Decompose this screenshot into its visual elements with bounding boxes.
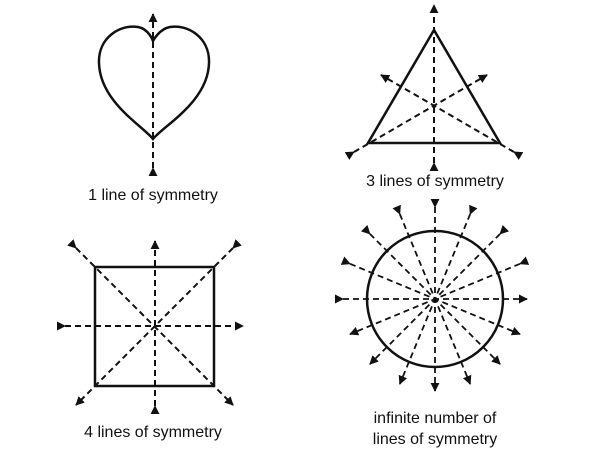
square-figure bbox=[56, 239, 244, 415]
triangle-figure bbox=[344, 4, 524, 172]
caption-circle-line-1: infinite number of bbox=[373, 410, 497, 427]
heart-figure bbox=[97, 13, 211, 177]
caption-circle-line-2: lines of symmetry bbox=[372, 431, 498, 448]
triangle-shape bbox=[365, 27, 503, 145]
triangle-symmetry-line-left bbox=[344, 74, 488, 160]
circle-symmetry-lines bbox=[334, 198, 530, 392]
caption-circle: infinite number of lines of symmetry bbox=[330, 408, 540, 450]
caption-heart: 1 line of symmetry bbox=[88, 187, 218, 204]
caption-square: 4 lines of symmetry bbox=[84, 424, 222, 441]
circle-figure bbox=[334, 198, 530, 392]
triangle-symmetry-line-right bbox=[380, 74, 524, 160]
circle-symmetry-line bbox=[349, 256, 530, 336]
square-symmetry-line-diagonal-2 bbox=[75, 239, 242, 406]
caption-triangle: 3 lines of symmetry bbox=[366, 173, 504, 190]
